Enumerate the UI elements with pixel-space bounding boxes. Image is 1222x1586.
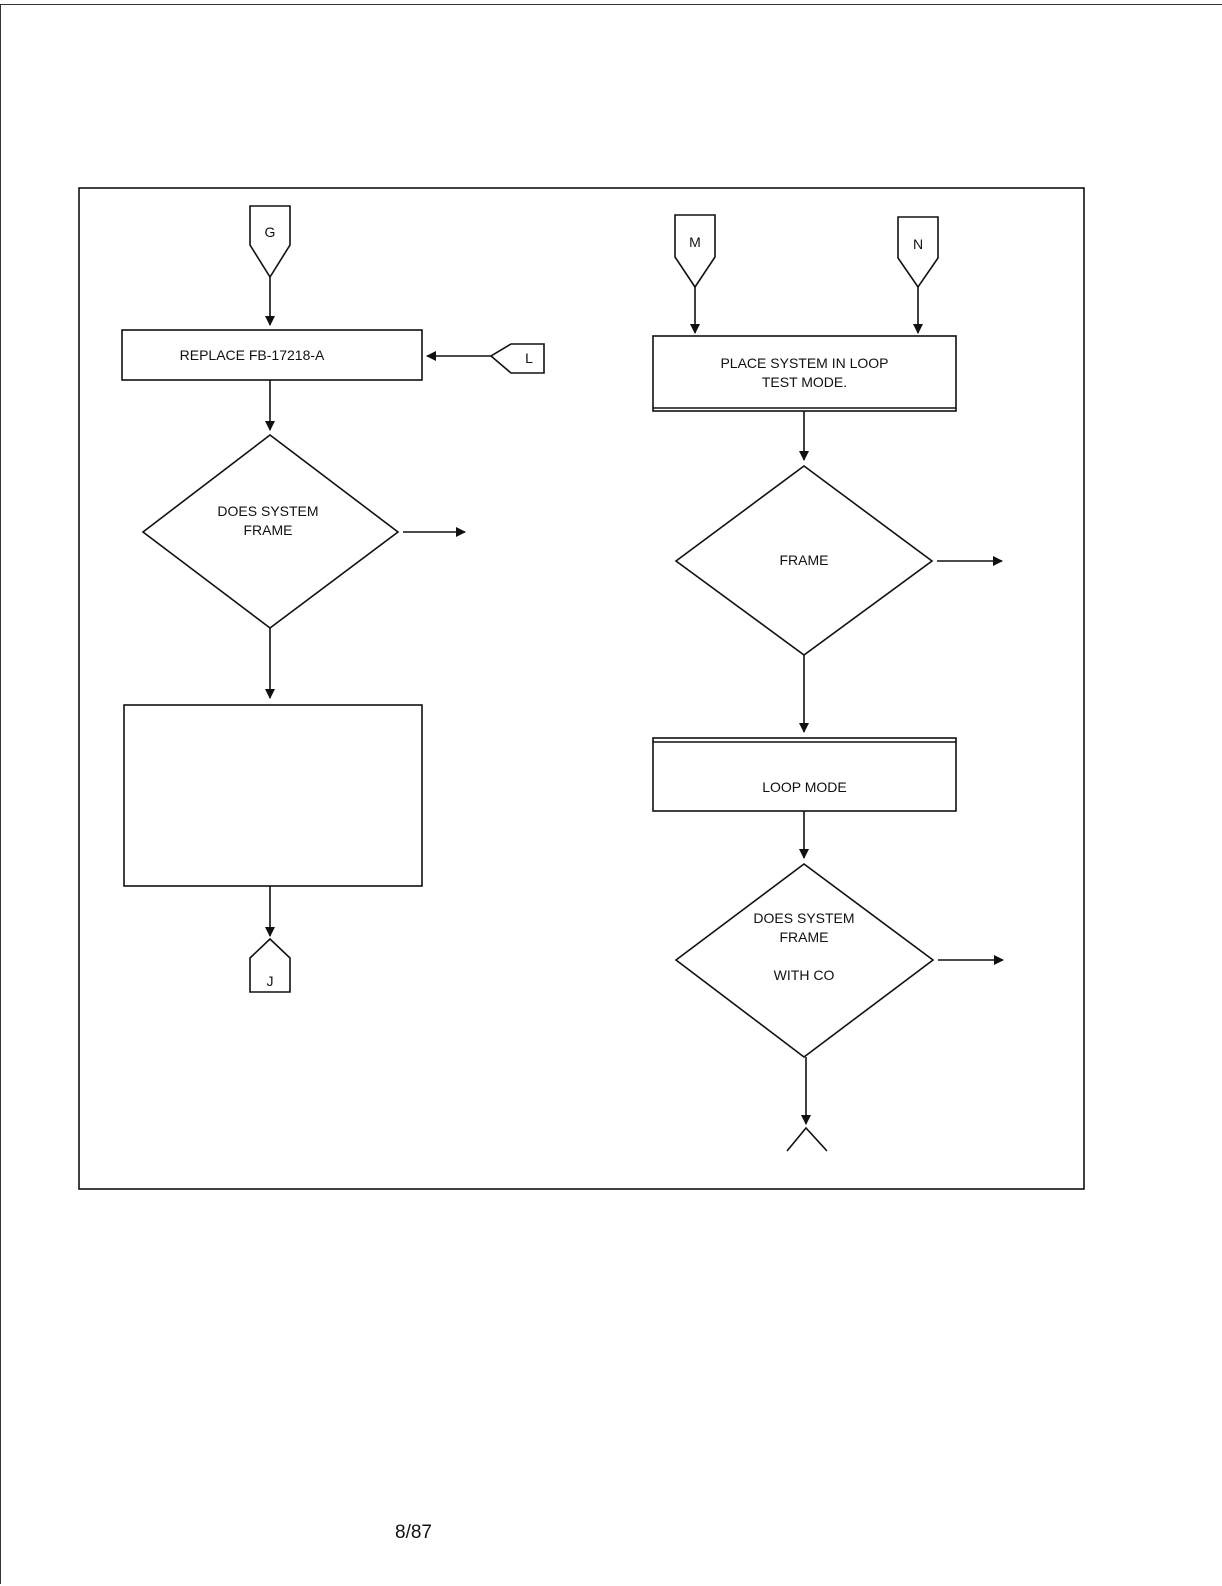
loop-mode-label: LOOP MODE xyxy=(762,779,847,795)
connector-m-label: M xyxy=(689,234,701,250)
process-replace-box xyxy=(121,329,423,381)
page-top-rule xyxy=(0,4,1222,5)
process-blank-box xyxy=(123,704,423,887)
decision-frame-label: FRAME xyxy=(779,552,829,568)
page-number: 8/87 xyxy=(395,1522,432,1543)
connector-g-shape xyxy=(249,205,291,279)
connector-m-shape xyxy=(674,214,716,289)
connector-j-shape xyxy=(249,937,291,993)
connector-g-label: G xyxy=(264,224,276,240)
connector-n-shape xyxy=(897,216,939,289)
diagram-frame xyxy=(78,187,1085,1190)
connector-l-label: L xyxy=(525,350,533,366)
decision-does-system-frame-co xyxy=(674,863,935,1059)
replace-fb-label: REPLACE FB-17218-A xyxy=(179,347,325,363)
connector-n-label: N xyxy=(912,236,924,252)
process-loop-mode-box xyxy=(652,737,957,812)
decision-left-label: DOES SYSTEM FRAME xyxy=(217,503,319,538)
connector-partial-shape xyxy=(786,1126,828,1152)
decision-co-label: DOES SYSTEM FRAME WITH CO xyxy=(753,910,855,983)
place-loop-label: PLACE SYSTEM IN LOOP TEST MODE. xyxy=(720,355,889,390)
connector-l-shape xyxy=(489,343,545,374)
page-left-rule xyxy=(0,4,1,1584)
connector-j-label: J xyxy=(266,973,274,989)
